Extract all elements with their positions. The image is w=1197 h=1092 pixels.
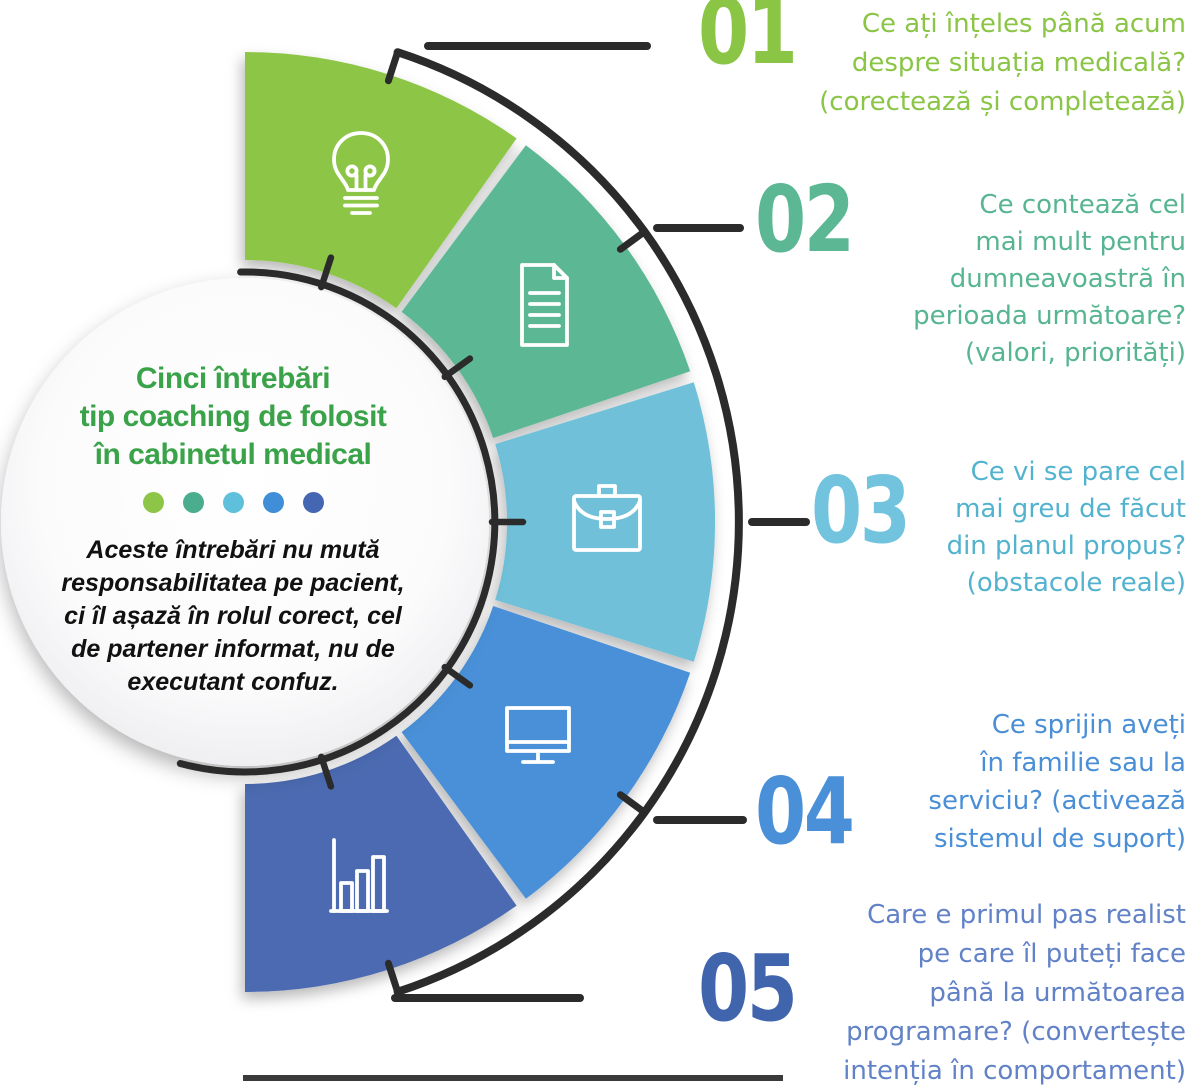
inner-arc [176,268,499,776]
outer-arc [393,48,743,996]
step-number-02: 02 [755,166,855,273]
step-number-05: 05 [698,935,798,1042]
segment-3 [495,382,716,662]
step-number-04: 04 [755,758,855,865]
infographic-title: Cinci întrebări tip coaching de folosit … [79,362,387,471]
bar-chart-icon [329,838,389,913]
step-number-03: 03 [811,457,911,564]
segment-5 [245,735,517,992]
center-circle [1,278,489,766]
briefcase-icon [572,484,642,552]
dot-1 [142,492,164,513]
infographic-description: Aceste întrebări nu mută responsabilitat… [61,536,405,696]
step-question-04: Ce sprijin aveți în familie sau la servi… [928,710,1186,854]
connector-lines [391,42,810,1002]
outer-ticks [384,48,649,996]
dot-4 [262,492,284,513]
step-question-01: Ce ați înțeles până acum despre situația… [819,9,1186,117]
dial-outline [176,42,810,1081]
step-question-02: Ce contează cel mai mult pentru dumneavo… [913,190,1186,368]
dot-2 [182,492,204,513]
step-question-03: Ce vi se pare cel mai greu de făcut din … [946,457,1186,598]
dot-3 [222,492,244,513]
dot-5 [302,492,324,513]
step-question-05: Care e primul pas realist pe care îl put… [843,900,1186,1086]
inner-ticks [318,254,527,790]
step-number-01: 01 [698,0,798,85]
document-icon [520,263,569,347]
color-dots [13,492,453,513]
lightbulb-icon [332,131,390,215]
monitor-icon [505,706,571,764]
